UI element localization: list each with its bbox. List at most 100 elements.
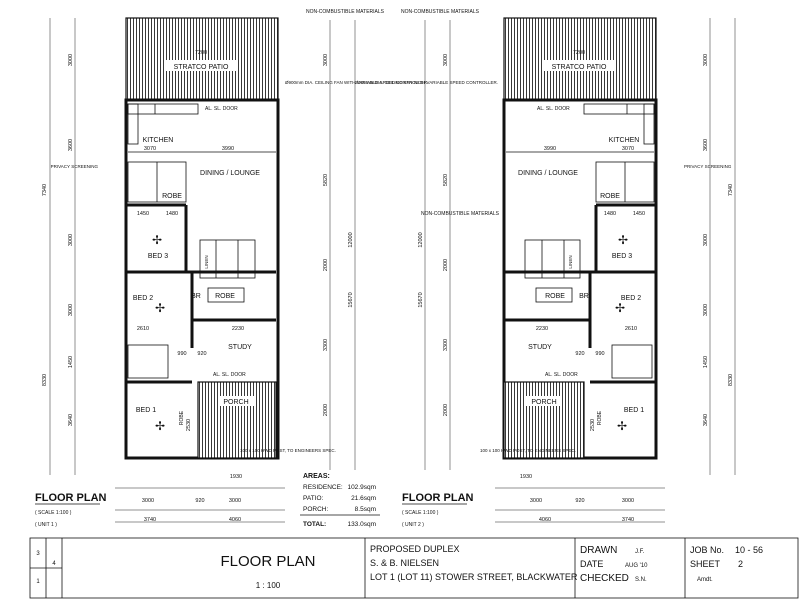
v-dim: 15670 xyxy=(418,292,424,307)
dim-1450: 1450 xyxy=(633,211,645,217)
v-dim: 3000 xyxy=(68,304,74,316)
unit-2-heading: FLOOR PLAN xyxy=(402,492,474,504)
room-label-porch: PORCH xyxy=(223,399,248,406)
door-label: AL. SL. DOOR xyxy=(545,372,578,378)
dim-4060: 4060 xyxy=(539,517,551,523)
v-dim: 3000 xyxy=(703,304,709,316)
post-note: 100 x 100 HWD POST, TO ENGINEERS SPEC. xyxy=(240,448,336,453)
fan-icon: ✢ xyxy=(617,419,627,433)
materials-note: NON-COMBUSTIBLE MATERIALS xyxy=(401,9,480,15)
dim-3990: 3990 xyxy=(544,146,556,152)
room-label-dining: DINING / LOUNGE xyxy=(200,170,260,177)
unit-2-scale: ( SCALE 1:100 ) xyxy=(402,510,439,516)
v-dim: 7340 xyxy=(728,184,734,196)
door-label: AL. SL. DOOR xyxy=(213,372,246,378)
dim-920: 920 xyxy=(195,498,204,504)
room-label-study: STUDY xyxy=(228,344,252,351)
unit-1-label: ( UNIT 1 ) xyxy=(35,522,57,528)
room-label-study: STUDY xyxy=(528,344,552,351)
dim-1450: 1450 xyxy=(137,211,149,217)
rev-number: 3 xyxy=(36,551,40,557)
v-dim: 3300 xyxy=(323,339,329,351)
unit-1-scale: ( SCALE 1:100 ) xyxy=(35,510,72,516)
v-dim: 12000 xyxy=(418,232,424,247)
fan-icon: ✢ xyxy=(618,233,628,247)
dim-2530: 2530 xyxy=(590,419,596,431)
sheet-value: 2 xyxy=(738,559,743,569)
v-dim: 3000 xyxy=(703,234,709,246)
dim-2230: 2230 xyxy=(536,326,548,332)
v-dim: 7340 xyxy=(42,184,48,196)
area-label: PORCH: xyxy=(303,506,328,513)
job-value: 10 - 56 xyxy=(735,545,763,555)
room-label-kitchen: KITCHEN xyxy=(609,137,640,144)
v-dim: 2000 xyxy=(443,404,449,416)
v-dim: 3640 xyxy=(68,414,74,426)
dim-1480: 1480 xyxy=(166,211,178,217)
materials-note: NON-COMBUSTIBLE MATERIALS xyxy=(306,9,385,15)
area-value: 133.0sqm xyxy=(347,521,376,528)
room-label-bed1: BED 1 xyxy=(136,407,156,414)
v-dim: 1450 xyxy=(68,356,74,368)
room-label-bed1: BED 1 xyxy=(624,407,644,414)
unit-1-heading: FLOOR PLAN xyxy=(35,492,107,504)
room-label-bed3: BED 3 xyxy=(148,253,168,260)
checked-label: CHECKED xyxy=(580,573,629,584)
robe-label: ROBE xyxy=(600,193,620,200)
room-label-bed2: BED 2 xyxy=(621,295,641,302)
post-note: 100 x 100 HWD POST, TO ENGINEERS SPEC. xyxy=(480,448,576,453)
robe-label: ROBE xyxy=(215,293,235,300)
dim-3000: 3000 xyxy=(622,498,634,504)
fan-icon: ✢ xyxy=(155,301,165,315)
drawn-label: DRAWN xyxy=(580,545,617,556)
robe-label: ROBE xyxy=(179,410,185,425)
v-dim: 2000 xyxy=(443,259,449,271)
linen-label: LINEN xyxy=(204,255,209,268)
materials-note: NON-COMBUSTIBLE MATERIALS xyxy=(421,211,500,217)
fan-icon: ✢ xyxy=(615,301,625,315)
room-label-dining: DINING / LOUNGE xyxy=(518,170,578,177)
br-label: BR xyxy=(191,293,201,300)
v-dim: 3600 xyxy=(68,139,74,151)
dim-2610: 2610 xyxy=(625,326,637,332)
v-dim: 3000 xyxy=(703,54,709,66)
project-line: PROPOSED DUPLEX xyxy=(370,544,460,554)
unit-2-plan: STRATCO PATIO 7200 Ø900mm DIA. CEILING F… xyxy=(355,17,736,528)
v-dim: 3000 xyxy=(443,54,449,66)
room-label-patio: STRATCO PATIO xyxy=(174,64,229,71)
dim-3740: 3740 xyxy=(144,517,156,523)
robe-label: ROBE xyxy=(545,293,565,300)
room-label-bed2: BED 2 xyxy=(133,295,153,302)
rev-number: 4 xyxy=(52,561,56,567)
dim-2230: 2230 xyxy=(232,326,244,332)
v-dim: 2000 xyxy=(323,404,329,416)
date-label: DATE xyxy=(580,559,603,569)
v-dim: 5820 xyxy=(323,174,329,186)
unit-1-plan: STRATCO PATIO 7200 Ø900mm DIA. CEILING F… xyxy=(35,17,428,528)
dim-7200: 7200 xyxy=(573,50,585,56)
fan-icon: ✢ xyxy=(152,233,162,247)
dim-3000: 3000 xyxy=(229,498,241,504)
linen-label: LINEN xyxy=(568,255,573,268)
v-dim: 3000 xyxy=(68,234,74,246)
dim-3000: 3000 xyxy=(530,498,542,504)
dim-990: 990 xyxy=(177,351,186,357)
dim-990: 990 xyxy=(595,351,604,357)
room-label-bed3: BED 3 xyxy=(612,253,632,260)
fan-icon: ✢ xyxy=(155,419,165,433)
v-dim: 3000 xyxy=(68,54,74,66)
robe-label: ROBE xyxy=(597,410,603,425)
area-label: TOTAL: xyxy=(303,521,326,528)
project-line: S. & B. NIELSEN xyxy=(370,558,439,568)
patio-hatch xyxy=(503,17,657,101)
dim-2530: 2530 xyxy=(186,419,192,431)
v-dim: 12000 xyxy=(348,232,354,247)
v-dim: 15670 xyxy=(348,292,354,307)
dim-3740: 3740 xyxy=(622,517,634,523)
dim-3070: 3070 xyxy=(144,146,156,152)
area-label: RESIDENCE: xyxy=(303,484,343,491)
unit-2-label: ( UNIT 2 ) xyxy=(402,522,424,528)
dim-7200: 7200 xyxy=(195,50,207,56)
robe-label: ROBE xyxy=(162,193,182,200)
